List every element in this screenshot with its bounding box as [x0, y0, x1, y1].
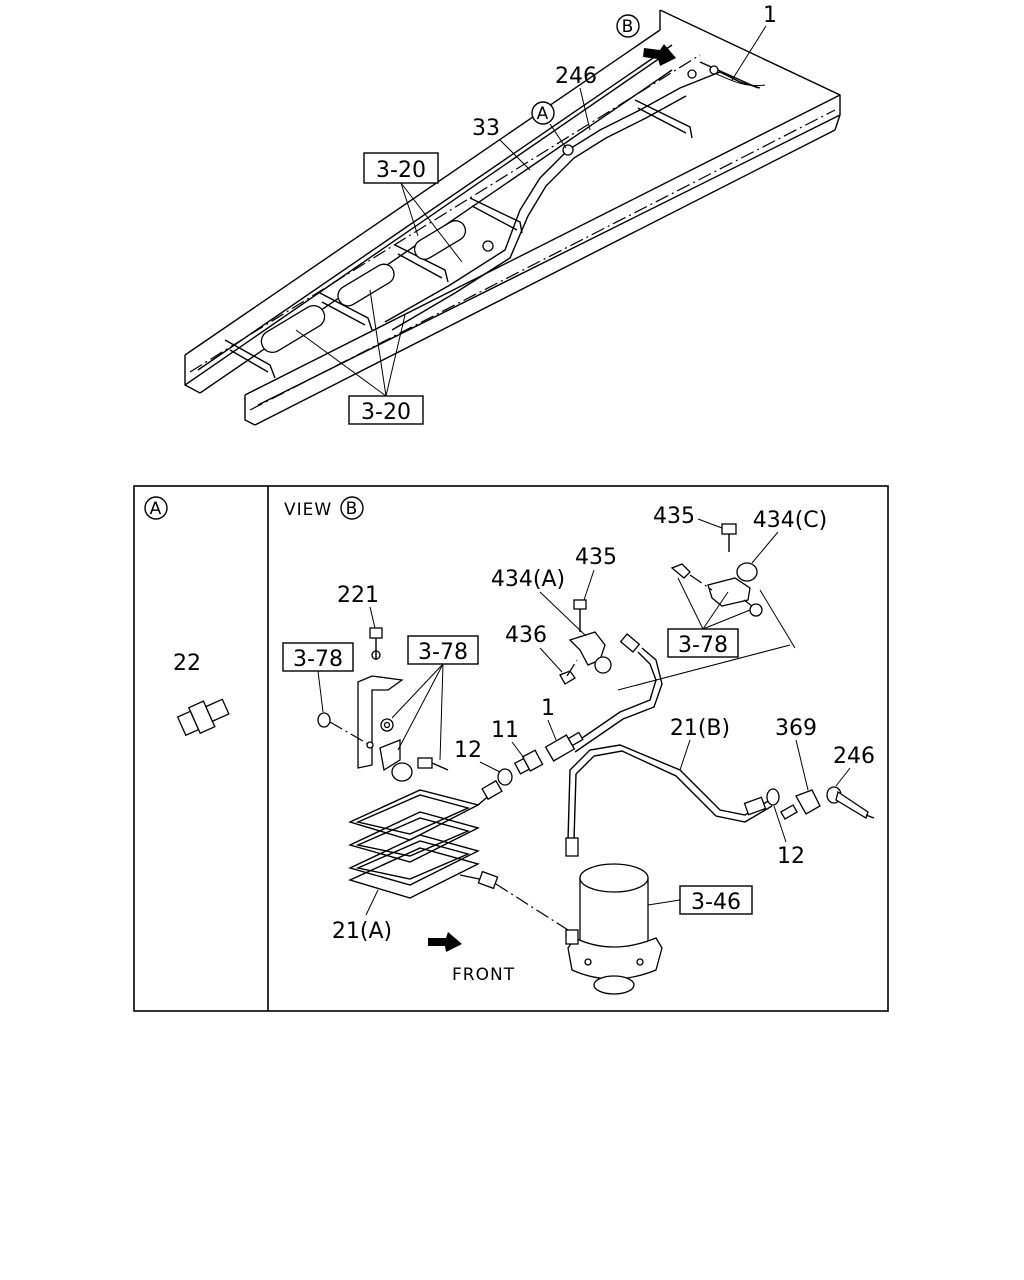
svg-text:3-78: 3-78: [418, 640, 468, 665]
svg-text:3-78: 3-78: [678, 633, 728, 658]
svg-text:VIEW: VIEW: [284, 500, 332, 520]
clamp-434a: [559, 599, 612, 685]
detail-frame: [133, 485, 889, 1012]
callout-part-246: 246: [555, 64, 597, 131]
svg-text:22: 22: [173, 651, 201, 676]
svg-text:3-20: 3-20: [376, 158, 426, 183]
svg-text:B: B: [346, 499, 359, 519]
coil-21a: [348, 779, 569, 931]
reference-box-upper: 3-20: [363, 152, 463, 263]
detail-a-panel: A 22: [144, 496, 230, 737]
label-1: 1: [541, 696, 555, 721]
fitting-369: [780, 789, 821, 820]
svg-text:3-78: 3-78: [293, 647, 343, 672]
front-label: FRONT: [452, 965, 515, 985]
label-21b: 21(B): [670, 716, 730, 741]
air-dryer: [565, 863, 663, 995]
svg-text:3-20: 3-20: [361, 400, 411, 425]
sensor-246: [826, 786, 875, 819]
bracket-assembly-left: [317, 627, 449, 782]
svg-text:1: 1: [763, 3, 777, 28]
callout-part-22: 22: [173, 651, 201, 676]
callout-part-1: 1: [731, 3, 777, 81]
fitting-22: [176, 698, 230, 737]
air-tanks: [260, 220, 467, 354]
svg-text:A: A: [150, 499, 163, 519]
label-434a: 434(A): [491, 567, 565, 592]
frame-cross-members: [224, 61, 759, 379]
label-435-mid: 435: [575, 545, 617, 570]
reference-box-378-center: 3-78: [391, 635, 479, 761]
label-11: 11: [491, 718, 519, 743]
label-221: 221: [337, 583, 379, 608]
svg-text:A: A: [537, 104, 550, 124]
front-direction-arrow-icon-detail: [428, 932, 462, 952]
label-246: 246: [833, 744, 875, 769]
reference-box-346: 3-46: [647, 885, 753, 915]
view-b-title: VIEW B: [284, 496, 364, 520]
callout-view-b: B: [616, 14, 640, 38]
svg-text:246: 246: [555, 64, 597, 89]
label-369: 369: [775, 716, 817, 741]
svg-text:33: 33: [472, 116, 500, 141]
reference-box-378-left: 3-78: [282, 642, 354, 713]
svg-text:B: B: [622, 17, 635, 37]
label-435-top: 435: [653, 504, 695, 529]
coupling-assembly: [497, 731, 584, 786]
reference-box-lower: 3-20: [295, 289, 424, 425]
label-12-right: 12: [777, 844, 805, 869]
frame-piping: [189, 54, 836, 411]
chassis-frame-view: B 1 246 A 33 3-20 3-20: [184, 3, 841, 426]
svg-text:3-46: 3-46: [691, 890, 741, 915]
front-direction-arrow-icon: [643, 44, 676, 66]
pipe-21b: [565, 744, 780, 857]
view-b-panel: VIEW B: [282, 496, 875, 995]
callout-detail-a: A: [531, 101, 567, 149]
label-434c: 434(C): [753, 508, 828, 533]
detail-a-label: A: [144, 496, 168, 520]
clamp-434c: [670, 523, 763, 617]
label-21a: 21(A): [332, 919, 392, 944]
reference-box-378-right: 3-78: [667, 577, 751, 658]
frame-right-rail: [244, 9, 841, 426]
label-436: 436: [505, 623, 547, 648]
label-12-left: 12: [454, 738, 482, 763]
pipe-1: [571, 633, 791, 753]
frame-left-rail: [184, 29, 673, 394]
callout-part-33: 33: [472, 116, 531, 171]
